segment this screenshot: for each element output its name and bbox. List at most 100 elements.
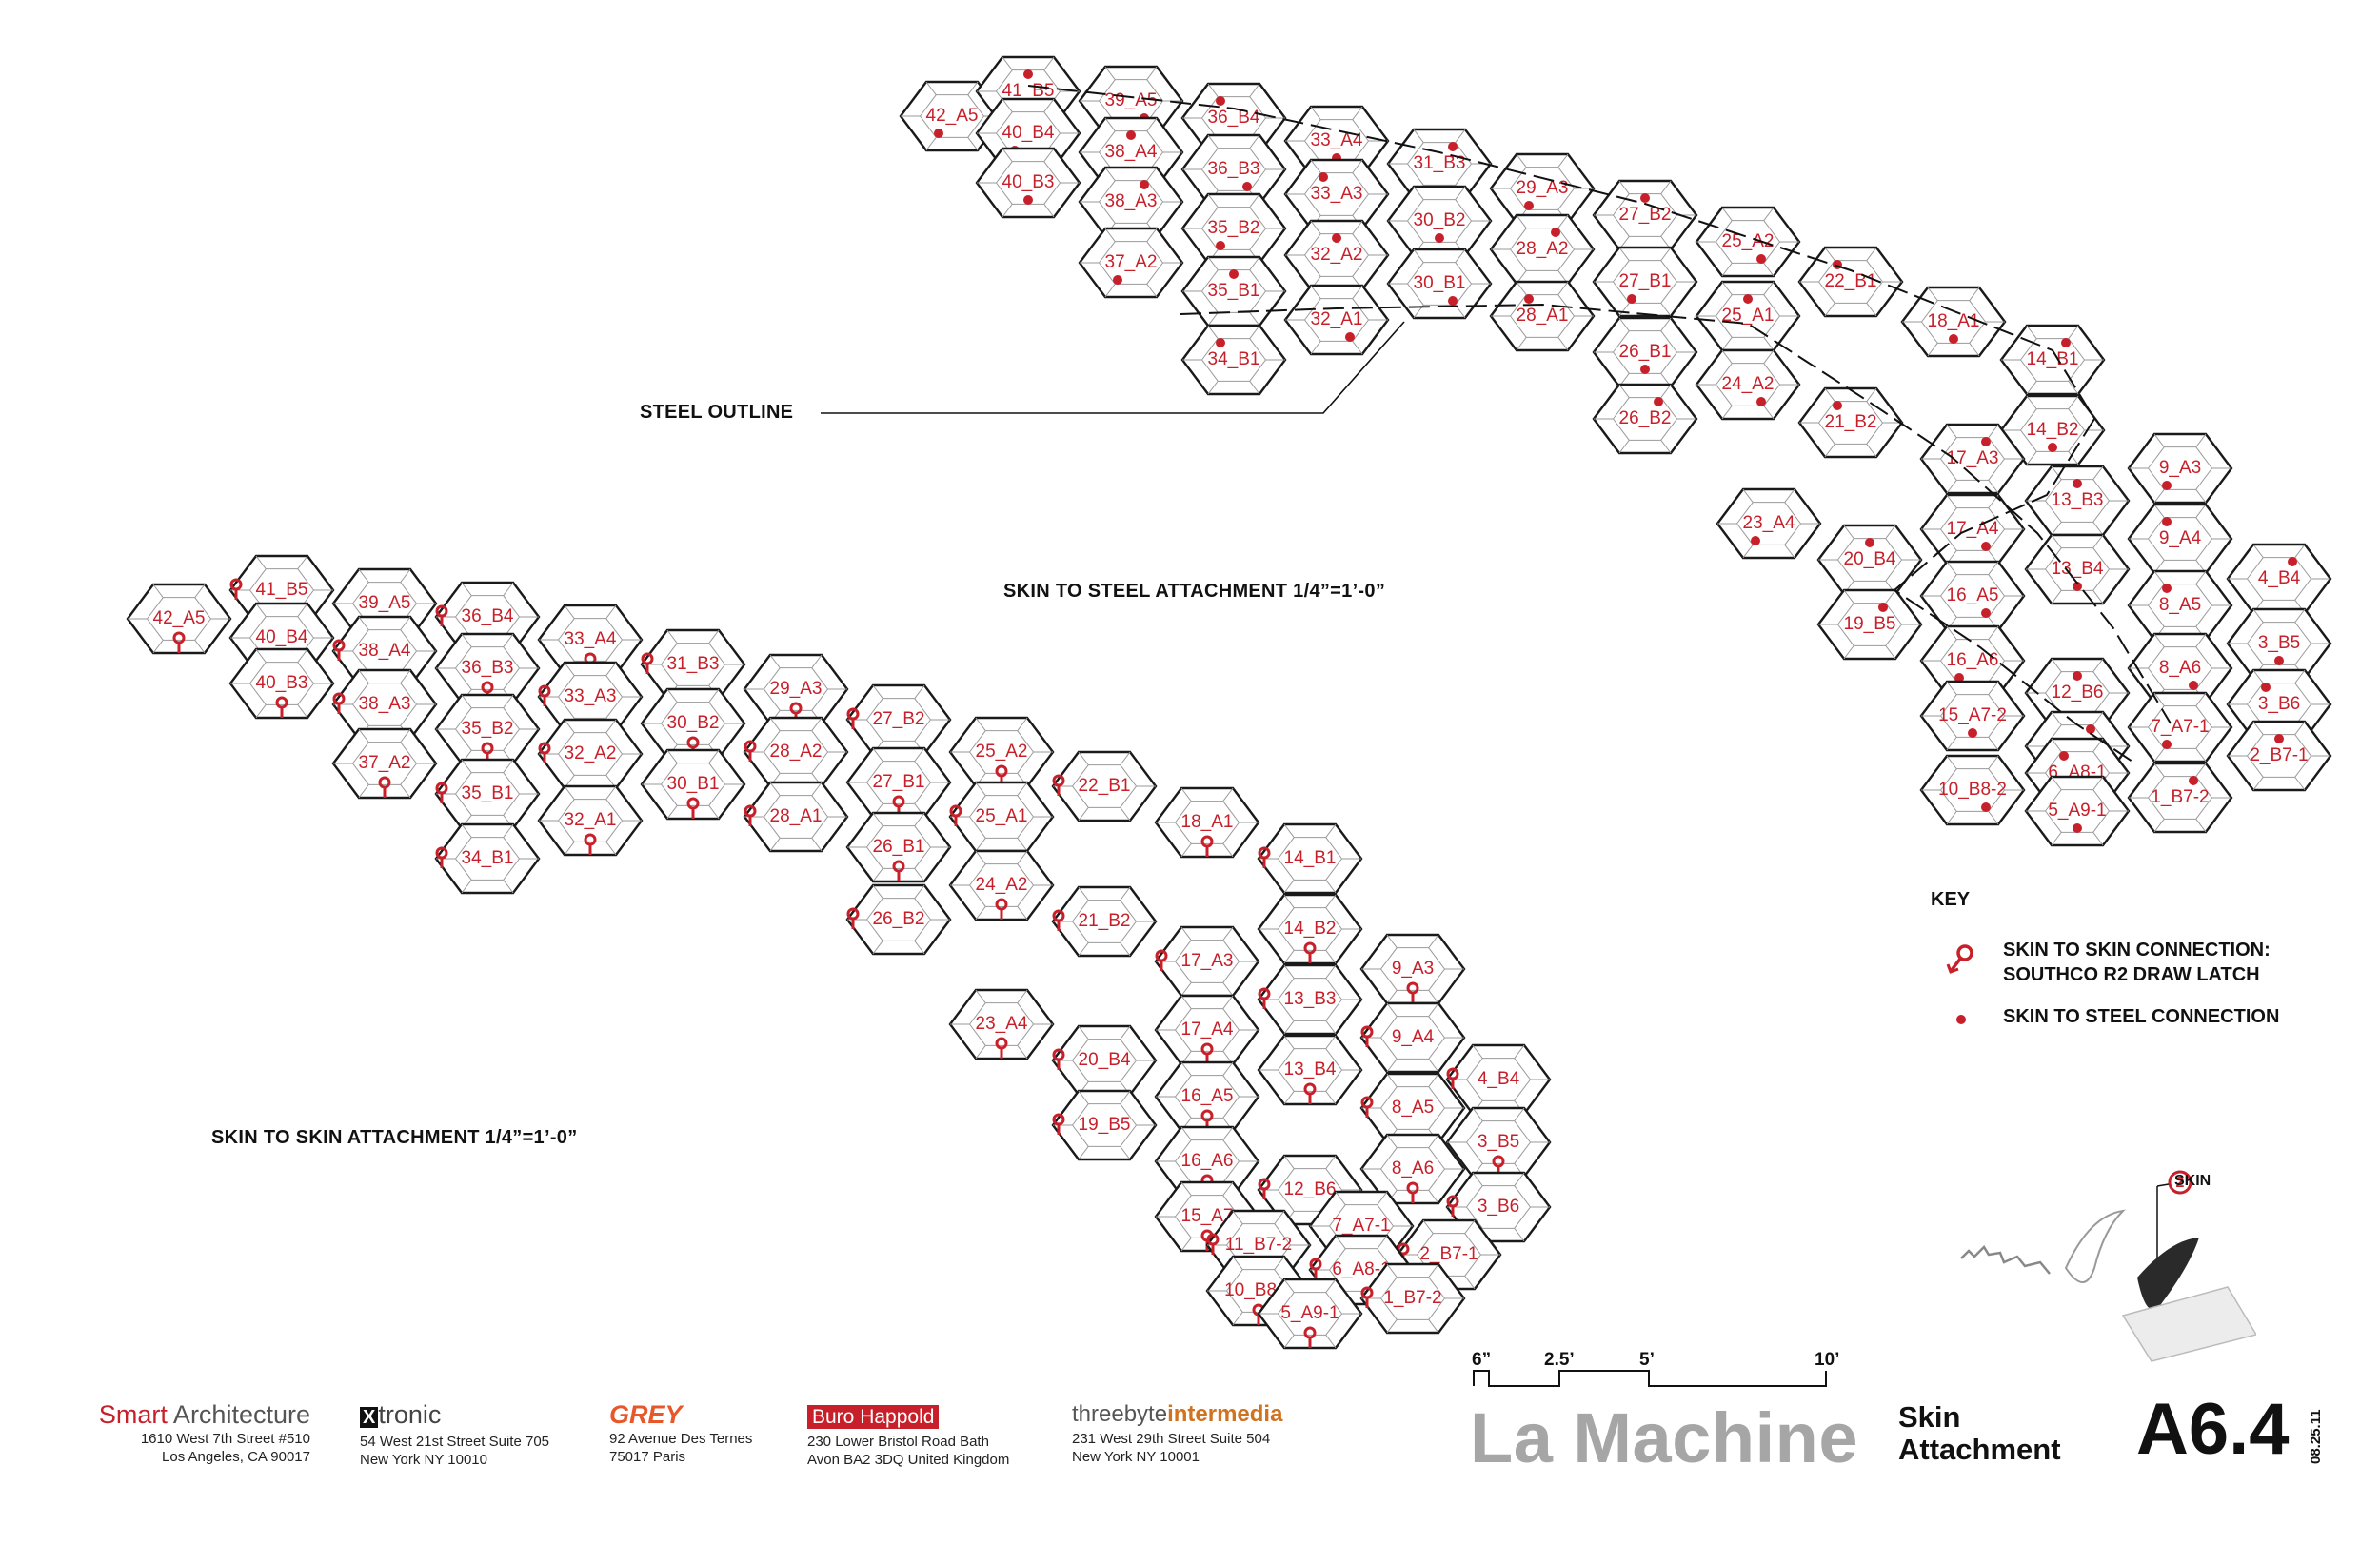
- steel-panel-label: 3_B6: [2258, 694, 2300, 714]
- steel-panel-label: 7_A7-1: [2151, 717, 2209, 737]
- steel-panel-label: 35_B2: [1208, 218, 1260, 238]
- skin-panel: 42_A5: [126, 583, 232, 655]
- skin-panel-rib: [1472, 1107, 1483, 1121]
- skin-panel-rib: [1386, 990, 1398, 1004]
- skin-panel-rib: [358, 616, 369, 630]
- steel-panel-rib: [1413, 186, 1424, 200]
- steel-panel-rib: [1721, 207, 1733, 221]
- steel-panel: 33_A4: [1283, 105, 1390, 177]
- skin-panel-rib: [1078, 1090, 1089, 1104]
- steel-connection-dot: [934, 129, 943, 138]
- firm-2-addr1: 92 Avenue Des Ternes: [609, 1431, 753, 1447]
- steel-panel-rib: [2092, 711, 2104, 725]
- latch-marker: [538, 684, 551, 706]
- steel-panel: 28_A2: [1489, 213, 1596, 286]
- steel-connection-dot: [1524, 201, 1534, 210]
- steel-panel-label: 40_B4: [1002, 123, 1055, 143]
- steel-panel-rib: [2294, 608, 2306, 623]
- skin-panel-rib: [975, 782, 986, 796]
- steel-panel-rib: [1988, 811, 1999, 825]
- steel-connection-dot: [2048, 443, 2057, 452]
- skin-panel-rib: [1428, 1073, 1439, 1087]
- steel-panel-rib: [2051, 522, 2062, 536]
- steel-panel-rib: [1843, 645, 1854, 660]
- skin-panel: 5_A9-1: [1257, 1278, 1363, 1350]
- steel-panel: 12_B6: [2024, 657, 2131, 729]
- skin-panel-rib: [1428, 990, 1439, 1004]
- sheet-title-line2: Attachment: [1898, 1433, 2061, 1466]
- steel-panel-rib: [1249, 134, 1260, 149]
- steel-panel-rib: [1455, 248, 1466, 263]
- skin-panel-rib: [1514, 1228, 1525, 1242]
- steel-connection-dot: [1229, 269, 1239, 279]
- steel-panel: 7_A7-1: [2127, 691, 2233, 763]
- steel-connection-dot: [1448, 142, 1458, 151]
- steel-panel-rib: [1946, 737, 1957, 751]
- steel-panel-rib: [1946, 625, 1957, 640]
- skin-panel-rib: [1325, 823, 1337, 838]
- steel-panel-label: 10_B8-2: [1938, 780, 2007, 800]
- skin-panel-label: 39_A5: [359, 593, 411, 613]
- skin-panel-label: 19_B5: [1079, 1115, 1131, 1135]
- steel-panel-label: 25_A1: [1722, 306, 1775, 326]
- steel-panel-rib: [1557, 153, 1569, 168]
- skin-panel-rib: [255, 555, 267, 569]
- skin-panel-rib: [1180, 1126, 1192, 1140]
- skin-panel-rib: [975, 989, 986, 1003]
- skin-panel-rib: [1078, 1146, 1089, 1160]
- steel-panel: 26_B1: [1592, 316, 1698, 388]
- steel-panel-rib: [1043, 56, 1055, 70]
- steel-panel-rib: [1249, 381, 1260, 395]
- steel-panel-rib: [1660, 317, 1672, 331]
- skin-panel-rib: [975, 838, 986, 852]
- steel-panel-rib: [1002, 98, 1013, 112]
- skin-panel-rib: [1386, 1263, 1398, 1278]
- skin-panel-rib: [1428, 1002, 1439, 1017]
- steel-panel-rib: [1946, 681, 1957, 695]
- steel-panel-rib: [2068, 381, 2079, 395]
- latch-marker: [1360, 1096, 1374, 1118]
- steel-panel-rib: [1885, 525, 1896, 539]
- skin-panel-label: 12_B6: [1284, 1179, 1337, 1199]
- skin-panel-label: 27_B1: [873, 772, 925, 792]
- steel-connection-dot: [1954, 673, 1964, 683]
- latch-marker: [1052, 909, 1065, 931]
- steel-panel-rib: [2092, 465, 2104, 480]
- skin-attachment-view: 42_A541_B539_A536_B433_A431_B329_A327_B2…: [126, 554, 1552, 1350]
- skin-panel-rib: [1232, 1256, 1243, 1270]
- steel-panel-rib: [2195, 763, 2207, 777]
- steel-panel-label: 28_A1: [1517, 306, 1569, 326]
- latch-marker: [744, 804, 757, 826]
- skin-panel: 25_A1: [948, 781, 1055, 853]
- latch-marker: [1052, 774, 1065, 796]
- steel-panel-label: 28_A2: [1517, 239, 1569, 259]
- latch-marker: [892, 860, 905, 881]
- latch-marker: [1360, 1025, 1374, 1047]
- skin-panel-rib: [666, 688, 678, 703]
- steel-panel-rib: [2051, 658, 2062, 672]
- skin-panel-rib: [605, 785, 617, 800]
- skin-panel-label: 4_B4: [1478, 1069, 1520, 1089]
- steel-panel-rib: [1866, 444, 1877, 458]
- steel-panel-label: 14_B1: [2027, 349, 2079, 369]
- skin-panel-rib: [1078, 942, 1089, 957]
- skin-panel: 17_A3: [1154, 925, 1260, 998]
- steel-panel-rib: [1104, 167, 1116, 181]
- firm-3-brand-a: Buro Happold: [807, 1405, 940, 1429]
- latch-marker: [1309, 1258, 1322, 1279]
- skin-panel-label: 16_A5: [1181, 1086, 1234, 1106]
- skin-panel: 30_B1: [640, 748, 746, 821]
- skin-panel: 13_B4: [1257, 1034, 1363, 1106]
- skin-panel-rib: [358, 728, 369, 743]
- steel-panel-label: 8_A6: [2159, 658, 2201, 678]
- latch-marker: [1303, 941, 1317, 963]
- steel-panel: 20_B4: [1816, 524, 1923, 596]
- skin-panel-rib: [1428, 934, 1439, 948]
- steel-connection-dot: [1981, 437, 1991, 446]
- skin-panel-rib: [1283, 1278, 1295, 1293]
- firm-4-addr2: New York NY 10001: [1072, 1449, 1200, 1465]
- skin-panel-rib: [1120, 1146, 1131, 1160]
- steel-panel-rib: [1660, 384, 1672, 398]
- steel-panel-rib: [2092, 590, 2104, 604]
- skin-panel-rib: [1386, 934, 1398, 948]
